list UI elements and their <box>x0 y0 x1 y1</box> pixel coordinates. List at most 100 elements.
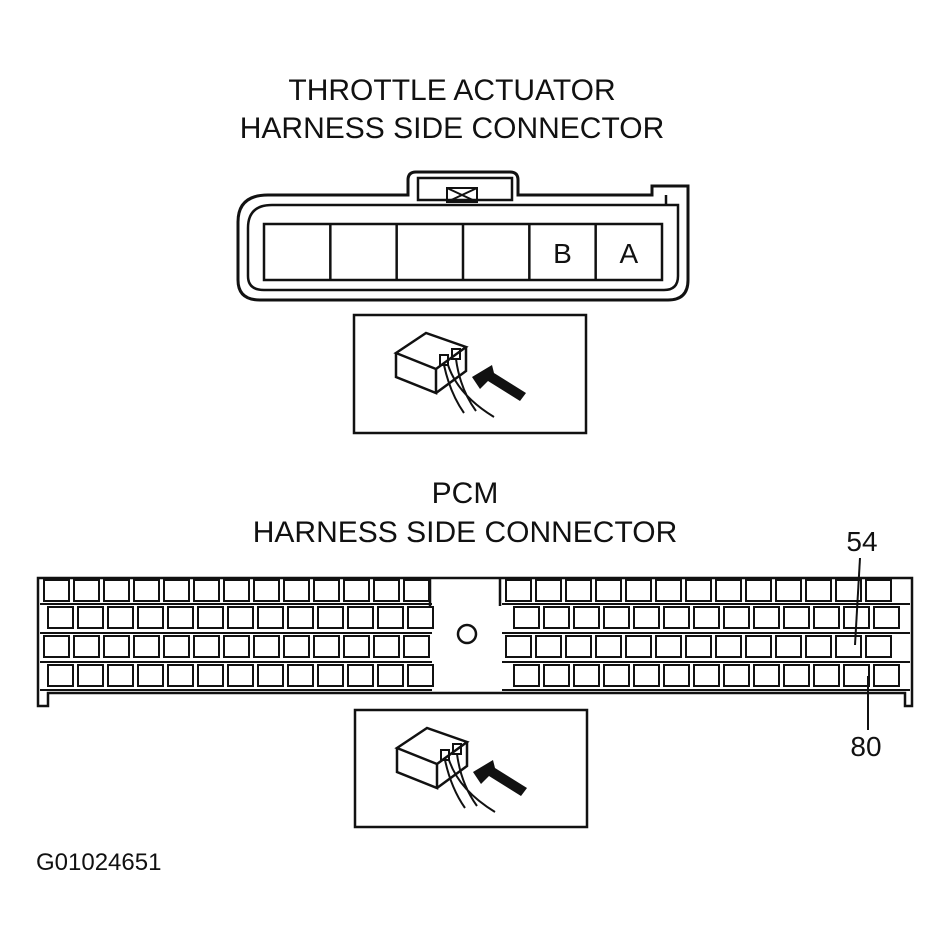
pcm-terminal-cell <box>843 664 870 687</box>
pcm-terminal-cell <box>193 635 220 658</box>
connector-probe-icon <box>394 726 527 813</box>
pcm-terminal-cell <box>813 606 840 629</box>
pcm-terminal-cell <box>505 579 532 602</box>
pcm-terminal-cell <box>745 579 772 602</box>
pcm-terminal-cell <box>655 579 682 602</box>
pcm-terminal-cell <box>873 606 900 629</box>
pcm-terminal-cell <box>373 579 400 602</box>
pcm-terminal-cell <box>805 579 832 602</box>
pcm-terminal-cell <box>223 579 250 602</box>
pcm-terminal-cell <box>783 606 810 629</box>
pcm-terminal-cell <box>625 579 652 602</box>
pcm-terminal-cell <box>505 635 532 658</box>
throttle-connector-outline <box>236 170 690 302</box>
pcm-terminal-cell <box>167 664 194 687</box>
pcm-terminal-cell <box>43 635 70 658</box>
pcm-terminal-cell <box>663 606 690 629</box>
throttle-latch <box>416 176 514 202</box>
pcm-terminal-cell <box>227 664 254 687</box>
pcm-terminal-cell <box>163 579 190 602</box>
pcm-terminal-cell <box>73 635 100 658</box>
pcm-terminal-cell <box>753 606 780 629</box>
pcm-terminal-cell <box>625 635 652 658</box>
pcm-terminal-cell <box>107 664 134 687</box>
pcm-terminal-cell <box>283 579 310 602</box>
throttle-terminal-label: A <box>619 238 638 269</box>
pcm-terminal-cell <box>377 606 404 629</box>
pcm-terminal-cell <box>535 579 562 602</box>
pcm-terminal-cell <box>253 635 280 658</box>
pcm-terminal-cell <box>633 606 660 629</box>
pcm-terminal-cell <box>347 606 374 629</box>
pcm-terminal-cell <box>723 664 750 687</box>
pcm-terminal-cell <box>287 606 314 629</box>
pcm-terminal-cells <box>40 579 910 691</box>
pcm-terminal-cell <box>103 635 130 658</box>
figure-id: G01024651 <box>36 849 161 876</box>
pcm-terminal-cell <box>163 635 190 658</box>
pcm-terminal-cell <box>347 664 374 687</box>
pcm-terminal-cell <box>565 579 592 602</box>
pcm-terminal-cell <box>865 635 892 658</box>
pcm-terminal-cell <box>403 579 430 602</box>
pcm-terminal-cell <box>603 664 630 687</box>
throttle-terminal-label: B <box>553 238 572 269</box>
pcm-terminal-cell <box>283 635 310 658</box>
pcm-terminal-cell <box>197 606 224 629</box>
pcm-terminal-cell <box>835 635 862 658</box>
pcm-terminal-cell <box>873 664 900 687</box>
pcm-terminal-cell <box>685 635 712 658</box>
pcm-title-line1: PCM <box>432 477 499 510</box>
pcm-terminal-cell <box>775 635 802 658</box>
pcm-terminal-cell <box>813 664 840 687</box>
pcm-terminal-cell <box>227 606 254 629</box>
pcm-terminal-cell <box>377 664 404 687</box>
pcm-terminal-cell <box>573 606 600 629</box>
pcm-terminal-cell <box>43 579 70 602</box>
pcm-terminal-cell <box>313 579 340 602</box>
pcm-terminal-cell <box>47 664 74 687</box>
pcm-terminal-cell <box>513 606 540 629</box>
pcm-terminal-cell <box>805 635 832 658</box>
pcm-terminal-cell <box>715 579 742 602</box>
pcm-callout-54: 54 <box>846 526 877 557</box>
pcm-terminal-cell <box>317 606 344 629</box>
pcm-terminal-cell <box>133 579 160 602</box>
pcm-terminal-cell <box>373 635 400 658</box>
connector-probe-icon <box>393 331 526 418</box>
throttle-latch-window <box>446 187 478 203</box>
pcm-terminal-cell <box>543 664 570 687</box>
probe-inset-pcm <box>353 708 589 829</box>
throttle-title-line1: THROTTLE ACTUATOR <box>288 74 615 107</box>
pcm-terminal-cell <box>783 664 810 687</box>
pcm-connector: 54 80 <box>36 526 914 762</box>
pcm-terminal-cell <box>253 579 280 602</box>
pcm-terminal-cell <box>167 606 194 629</box>
pcm-terminal-cell <box>77 664 104 687</box>
pcm-terminal-cell <box>595 635 622 658</box>
pcm-terminal-cell <box>595 579 622 602</box>
pcm-terminal-cell <box>407 664 434 687</box>
pcm-terminal-cell <box>603 606 630 629</box>
pcm-terminal-cell <box>343 579 370 602</box>
probe-inset-throttle <box>352 313 588 435</box>
pcm-terminal-cell <box>543 606 570 629</box>
pcm-terminal-cell <box>573 664 600 687</box>
pcm-terminal-cell <box>685 579 712 602</box>
pcm-terminal-cell <box>137 606 164 629</box>
pcm-terminal-cell <box>513 664 540 687</box>
pcm-terminal-cell <box>663 664 690 687</box>
pcm-terminal-cell <box>565 635 592 658</box>
pcm-terminal-cell <box>317 664 344 687</box>
pcm-terminal-cell <box>775 579 802 602</box>
pcm-terminal-cell <box>715 635 742 658</box>
pcm-callout-54-leader <box>854 557 861 646</box>
throttle-connector-inner-outline <box>246 203 680 292</box>
pcm-terminal-cell <box>343 635 370 658</box>
pcm-terminal-cell <box>633 664 660 687</box>
pcm-terminal-cell <box>137 664 164 687</box>
pcm-terminal-cell <box>197 664 224 687</box>
